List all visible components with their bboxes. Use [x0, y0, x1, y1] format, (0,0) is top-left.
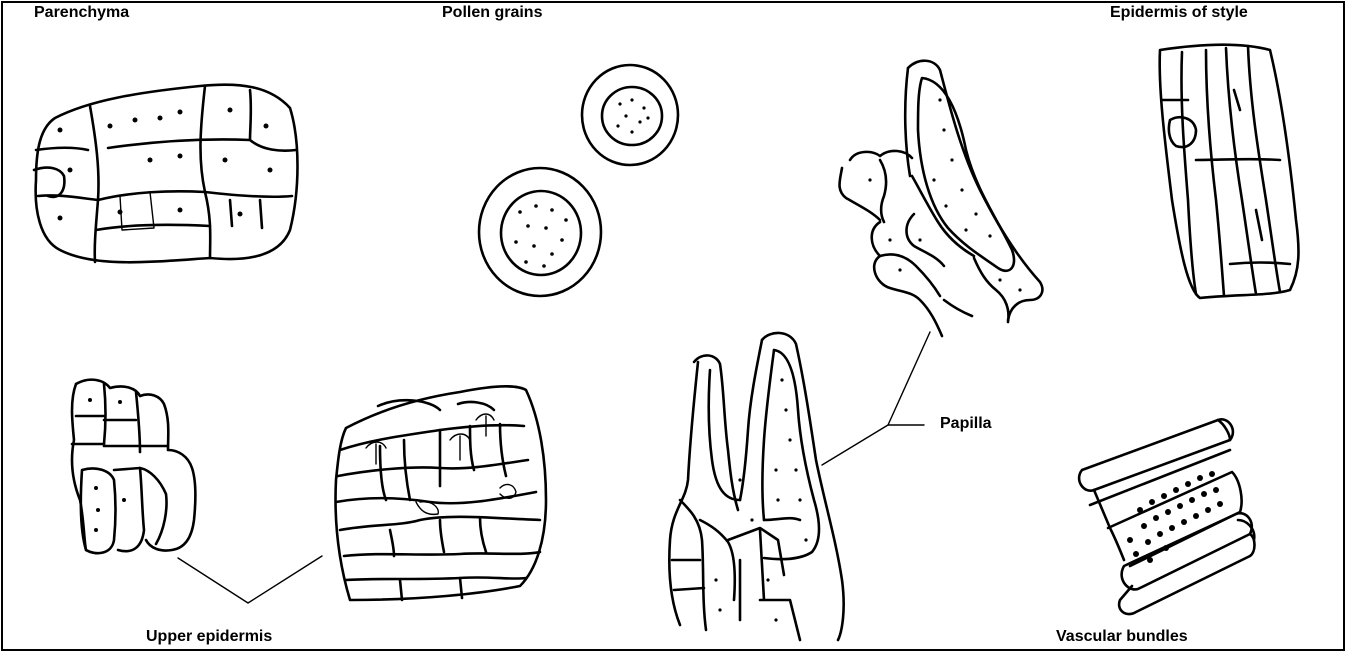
label-parenchyma: Parenchyma: [34, 4, 129, 22]
vascular-bundles-drawing: [1079, 419, 1254, 614]
epidermis-of-style-drawing: [1160, 45, 1299, 298]
parenchyma-drawing: [34, 85, 298, 263]
label-papilla: Papilla: [940, 415, 992, 433]
papilla-lower-drawing: [669, 333, 843, 640]
papilla-upper-drawing: [840, 61, 1043, 336]
label-pollen-grains: Pollen grains: [442, 4, 542, 22]
label-upper-epidermis: Upper epidermis: [146, 628, 272, 646]
pollen-grains-drawing: [479, 65, 678, 296]
upper-epidermis-right-drawing: [336, 386, 546, 600]
label-vascular-bundles: Vascular bundles: [1056, 628, 1188, 646]
upper-epidermis-left-drawing: [72, 380, 195, 554]
label-epidermis-of-style: Epidermis of style: [1110, 4, 1248, 22]
